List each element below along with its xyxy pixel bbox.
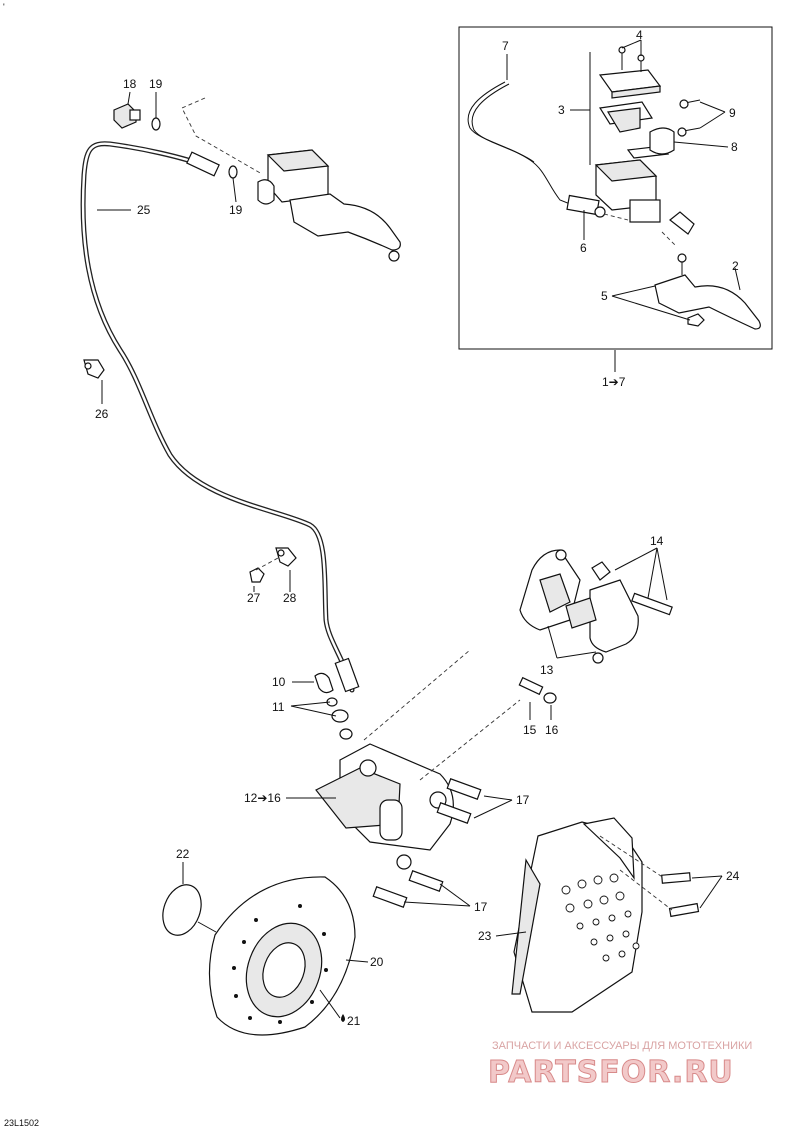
disc-guard (511, 817, 643, 1013)
callout-18: 18 (123, 77, 137, 91)
callout-10: 10 (272, 675, 286, 689)
brake-disc (208, 876, 356, 1036)
diagram-code: 23L1502 (4, 1118, 39, 1128)
crush-washer-upper (151, 117, 161, 131)
callout-7: 7 (502, 39, 509, 53)
cap-screws (618, 46, 645, 72)
brake-lever (654, 253, 761, 330)
callout-3: 3 (558, 103, 565, 117)
callout-2: 2 (732, 259, 739, 273)
assembly-inset-frame (458, 26, 773, 350)
clamp-screws (677, 99, 701, 137)
callout-17-lower: 17 (474, 900, 488, 914)
master-cylinder-assembly (257, 149, 401, 262)
callout-23: 23 (478, 929, 492, 943)
callout-13: 13 (540, 663, 554, 677)
callout-28: 28 (283, 591, 297, 605)
o-ring (162, 884, 202, 936)
clamp (649, 127, 675, 155)
callout-5: 5 (601, 289, 608, 303)
caliper-assembly (315, 743, 454, 870)
callout-20: 20 (370, 955, 384, 969)
caliper-screws-lower (372, 870, 444, 908)
reservoir-cap (598, 69, 662, 133)
callout-1-7: 1➔7 (602, 375, 626, 389)
callout-4: 4 (636, 28, 643, 42)
callout-12-16: 12➔16 (244, 791, 281, 805)
callout-14: 14 (650, 534, 664, 548)
master-cylinder-body (594, 145, 670, 223)
crush-washer-lower (228, 165, 238, 179)
callout-11: 11 (272, 700, 285, 714)
clip-nut (249, 567, 265, 583)
callout-21: 21 (347, 1014, 361, 1028)
brake-pads (519, 549, 639, 664)
threadlocker-drop-icon (341, 1014, 345, 1022)
callout-17-upper: 17 (516, 793, 530, 807)
washer-b (331, 709, 349, 723)
callout-6: 6 (580, 241, 587, 255)
corner-mark: ' (3, 2, 5, 12)
bleed-valve-cap (314, 672, 334, 694)
hose-clip-upper (83, 359, 105, 379)
banjo-bolt (113, 103, 141, 129)
watermark-tagline: ЗАПЧАСТИ И АКСЕССУАРЫ ДЛЯ МОТОТЕХНИКИ (492, 1040, 752, 1052)
callout-8: 8 (731, 140, 738, 154)
callout-27: 27 (247, 591, 261, 605)
watermark-brand: PARTSFOR.RU (488, 1055, 734, 1090)
brake-switch (467, 81, 606, 218)
caliper-screws-upper (436, 778, 482, 824)
guard-screws (661, 872, 700, 918)
callout-24: 24 (726, 869, 740, 883)
washer-c (339, 728, 353, 740)
boot (669, 211, 695, 235)
callout-9: 9 (729, 106, 736, 120)
bleeder-screw (518, 676, 544, 696)
callout-22: 22 (176, 847, 190, 861)
callout-16: 16 (545, 723, 559, 737)
callout-19-lower: 19 (229, 203, 243, 217)
hose-clip-lower (275, 547, 297, 567)
bleeder-cap (543, 692, 557, 704)
callout-25: 25 (137, 203, 151, 217)
callout-26: 26 (95, 407, 109, 421)
callout-19-upper: 19 (149, 77, 163, 91)
brake-hose (80, 141, 360, 693)
pad-pin (591, 561, 673, 616)
callout-15: 15 (523, 723, 537, 737)
